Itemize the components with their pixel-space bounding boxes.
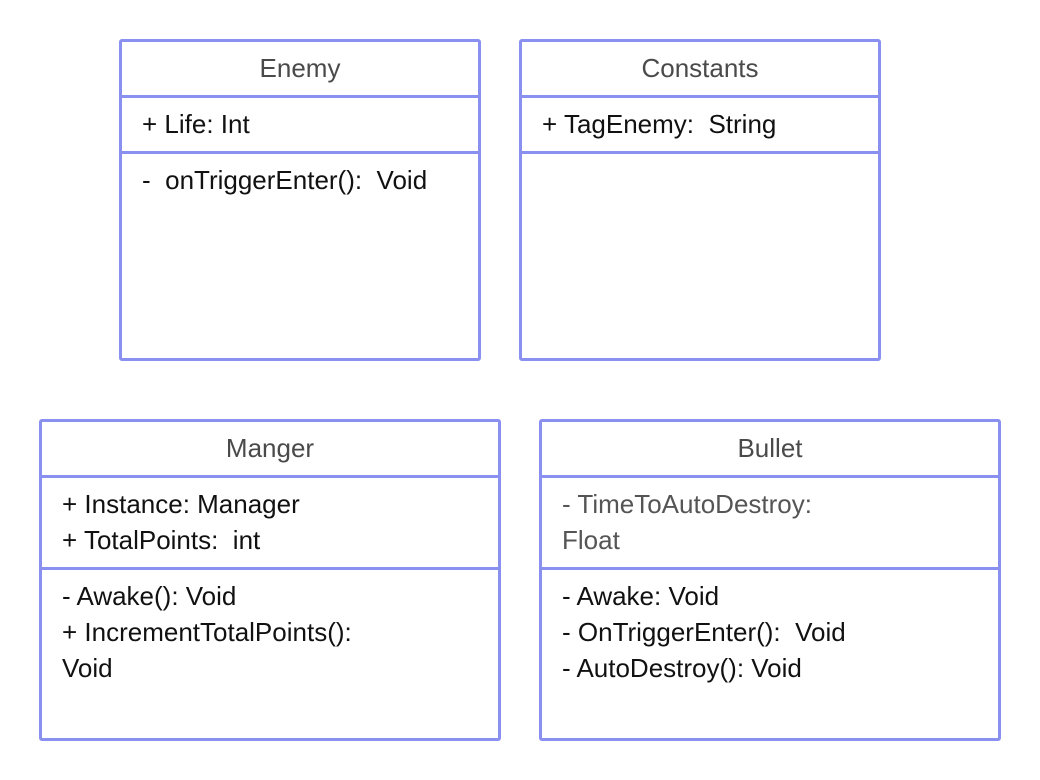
class-constants-attributes: + TagEnemy: String (522, 98, 878, 154)
method: - Awake(): Void (62, 581, 237, 611)
method: - OnTriggerEnter(): Void (562, 617, 846, 647)
class-bullet: Bullet - TimeToAutoDestroy: Float - Awak… (539, 419, 1001, 741)
attribute: Float (562, 525, 620, 555)
class-enemy-attributes: + Life: Int (122, 98, 478, 154)
method: Void (62, 653, 113, 683)
class-manger-methods: - Awake(): Void + IncrementTotalPoints()… (42, 570, 498, 738)
class-manger: Manger + Instance: Manager + TotalPoints… (39, 419, 501, 741)
method: + IncrementTotalPoints(): (62, 617, 352, 647)
attribute: + Life: Int (142, 109, 250, 139)
method: - AutoDestroy(): Void (562, 653, 802, 683)
class-constants-methods (522, 154, 878, 358)
attribute: - TimeToAutoDestroy: (562, 489, 812, 519)
class-manger-attributes: + Instance: Manager + TotalPoints: int (42, 478, 498, 570)
method: - onTriggerEnter(): Void (142, 165, 428, 195)
class-constants-name: Constants (522, 42, 878, 98)
class-constants: Constants + TagEnemy: String (519, 39, 881, 361)
class-manger-name: Manger (42, 422, 498, 478)
class-enemy: Enemy + Life: Int - onTriggerEnter(): Vo… (119, 39, 481, 361)
class-bullet-attributes: - TimeToAutoDestroy: Float (542, 478, 998, 570)
class-enemy-methods: - onTriggerEnter(): Void (122, 154, 478, 358)
class-enemy-name: Enemy (122, 42, 478, 98)
attribute: + Instance: Manager (62, 489, 300, 519)
class-bullet-methods: - Awake: Void - OnTriggerEnter(): Void -… (542, 570, 998, 738)
class-bullet-name: Bullet (542, 422, 998, 478)
attribute: + TotalPoints: int (62, 525, 261, 555)
attribute: + TagEnemy: String (542, 109, 777, 139)
method: - Awake: Void (562, 581, 720, 611)
